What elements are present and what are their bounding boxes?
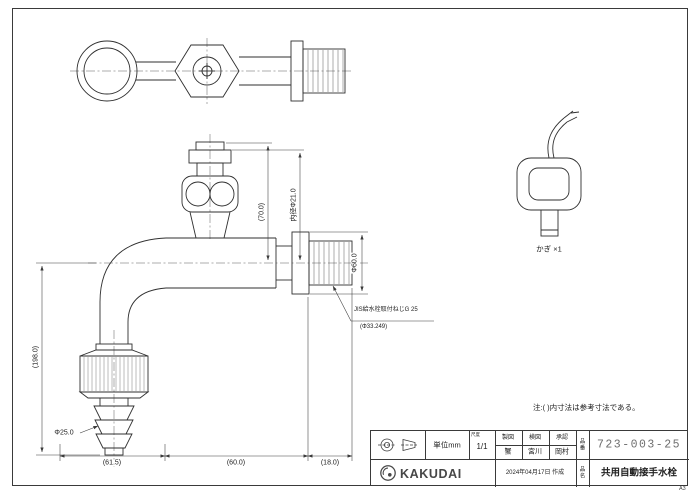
creation-date: 2024年04月17日 作成 <box>505 470 565 476</box>
part-name-value: 共用自動接手水栓 <box>600 467 678 479</box>
drafted-header: 製図 <box>501 435 515 441</box>
scale-value: 1/1 <box>476 442 488 451</box>
dim-label-height-198: (198.0) <box>32 344 40 370</box>
approved-by-name: 岡村 <box>555 448 569 456</box>
dim-label-thread-spec-line2: (Φ33.249) <box>360 324 388 330</box>
dimension-lines <box>36 142 434 461</box>
unit-label: 単位mm <box>433 440 461 450</box>
dim-label-width-18: (18.0) <box>319 459 341 467</box>
dim-label-hose-diameter: Φ25.0 <box>53 429 75 437</box>
part-number-label: 品番 <box>578 438 585 451</box>
checked-header: 検図 <box>528 435 542 441</box>
centerlines <box>70 38 368 468</box>
scale-label: 尺度 <box>471 432 480 437</box>
dim-label-height-70: (70.0) <box>258 201 266 223</box>
dim-label-thread-spec-line1: JIS給水栓取付ねじG 25 <box>354 307 418 313</box>
title-block: 単位mm 尺度 1/1 製図 検図 承認 蟹 宮川 岡村 2024年04月17日… <box>370 430 689 487</box>
drawing-border <box>12 8 688 486</box>
approved-header: 承認 <box>555 435 569 441</box>
checked-by-name: 宮川 <box>528 448 542 456</box>
dim-label-width-61-5: (61.5) <box>101 459 123 467</box>
top-view <box>76 40 346 102</box>
key-view <box>516 110 582 237</box>
brand-wordmark: KAKUDAI <box>400 467 462 481</box>
dim-label-inner-diameter: 内径Φ21.0 <box>290 187 298 223</box>
projection-symbol-icon <box>378 438 417 452</box>
part-name-label: 品名 <box>578 466 585 479</box>
dim-label-flange-diameter: Φ60.0 <box>351 252 359 274</box>
drafted-by-name: 蟹 <box>504 448 512 456</box>
front-view <box>78 141 353 456</box>
reference-note: 注:( )内寸法は参考寸法である。 <box>533 403 640 412</box>
paper-size-label: A3 <box>679 486 686 492</box>
dim-label-width-60: (60.0) <box>225 459 247 467</box>
part-number-value: 723-003-25 <box>596 438 682 452</box>
accessory-key-label: かぎ ×1 <box>536 244 562 254</box>
kakudai-logo-icon <box>380 465 396 481</box>
